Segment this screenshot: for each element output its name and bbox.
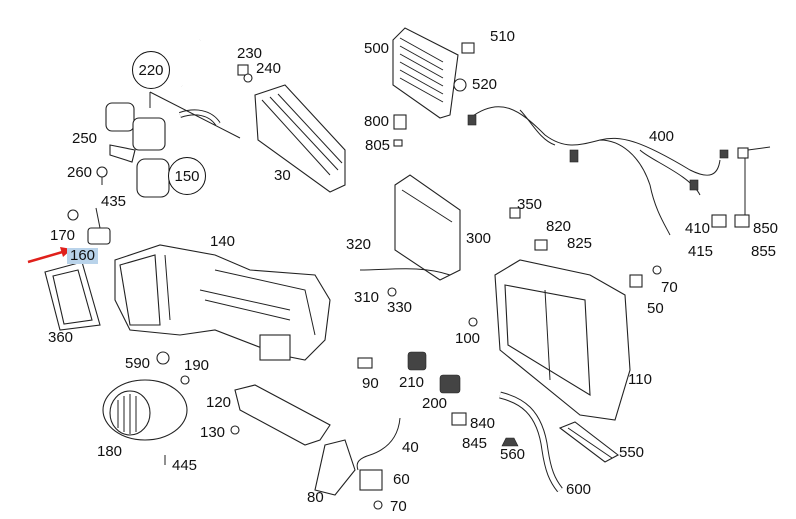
heater-core <box>237 64 346 193</box>
part-label-90[interactable]: 90 <box>362 375 379 392</box>
part-label-230[interactable]: 230 <box>237 45 263 62</box>
part-label-180[interactable]: 180 <box>97 443 123 460</box>
part-label-80[interactable]: 80 <box>307 489 324 506</box>
part-label-445[interactable]: 445 <box>172 457 198 474</box>
part-label-350[interactable]: 350 <box>517 196 543 213</box>
blower-housing <box>114 244 331 361</box>
rear-housing <box>494 207 662 421</box>
part-label-40[interactable]: 40 <box>402 439 419 456</box>
part-label-845[interactable]: 845 <box>462 435 488 452</box>
part-label-805[interactable]: 805 <box>365 137 391 154</box>
drain-pipe <box>499 391 620 493</box>
part-label-200[interactable]: 200 <box>422 395 448 412</box>
part-label-250[interactable]: 250 <box>72 130 98 147</box>
callout-150[interactable]: 150 <box>168 157 206 195</box>
part-label-170[interactable]: 170 <box>50 227 76 244</box>
part-label-560[interactable]: 560 <box>500 446 526 463</box>
part-label-160-highlighted[interactable]: 160 <box>67 248 99 264</box>
callout-220[interactable]: 220 <box>132 51 170 89</box>
part-label-360[interactable]: 360 <box>48 329 74 346</box>
wiring-harness <box>467 106 771 236</box>
part-label-240[interactable]: 240 <box>256 60 282 77</box>
control-tray <box>230 384 356 496</box>
part-label-840[interactable]: 840 <box>470 415 496 432</box>
sensor <box>356 417 401 510</box>
part-label-415[interactable]: 415 <box>688 243 714 260</box>
part-label-310[interactable]: 310 <box>354 289 380 306</box>
expansion-valve <box>357 174 461 369</box>
gasket-set <box>96 102 170 198</box>
part-label-520[interactable]: 520 <box>472 76 498 93</box>
part-label-300[interactable]: 300 <box>466 230 492 247</box>
part-label-120[interactable]: 120 <box>206 394 232 411</box>
part-label-260[interactable]: 260 <box>67 164 93 181</box>
hose-assembly <box>149 31 241 139</box>
connector-parts <box>407 317 478 426</box>
part-label-50[interactable]: 50 <box>647 300 664 317</box>
part-label-70-top[interactable]: 70 <box>661 279 678 296</box>
part-label-330[interactable]: 330 <box>387 299 413 316</box>
filter-frame <box>44 261 101 331</box>
part-label-800[interactable]: 800 <box>364 113 390 130</box>
part-label-550[interactable]: 550 <box>619 444 645 461</box>
part-label-435[interactable]: 435 <box>101 193 127 210</box>
part-label-130[interactable]: 130 <box>200 424 226 441</box>
part-label-60[interactable]: 60 <box>393 471 410 488</box>
part-label-600[interactable]: 600 <box>566 481 592 498</box>
part-label-110[interactable]: 110 <box>628 371 652 388</box>
part-label-850[interactable]: 850 <box>753 220 779 237</box>
part-label-210[interactable]: 210 <box>399 374 425 391</box>
part-label-190[interactable]: 190 <box>184 357 210 374</box>
part-label-825[interactable]: 825 <box>567 235 593 252</box>
part-label-100[interactable]: 100 <box>455 330 481 347</box>
part-label-320[interactable]: 320 <box>346 236 372 253</box>
part-label-820[interactable]: 820 <box>546 218 572 235</box>
part-label-410[interactable]: 410 <box>685 220 711 237</box>
part-label-590[interactable]: 590 <box>125 355 151 372</box>
part-label-30[interactable]: 30 <box>274 167 291 184</box>
part-label-400[interactable]: 400 <box>649 128 675 145</box>
part-label-855[interactable]: 855 <box>751 243 777 260</box>
part-label-70-bottom[interactable]: 70 <box>390 498 407 515</box>
part-label-500[interactable]: 500 <box>364 40 390 57</box>
part-label-510[interactable]: 510 <box>490 28 516 45</box>
evaporator <box>392 27 475 147</box>
blower-motor <box>102 351 190 465</box>
part-label-140[interactable]: 140 <box>210 233 236 250</box>
